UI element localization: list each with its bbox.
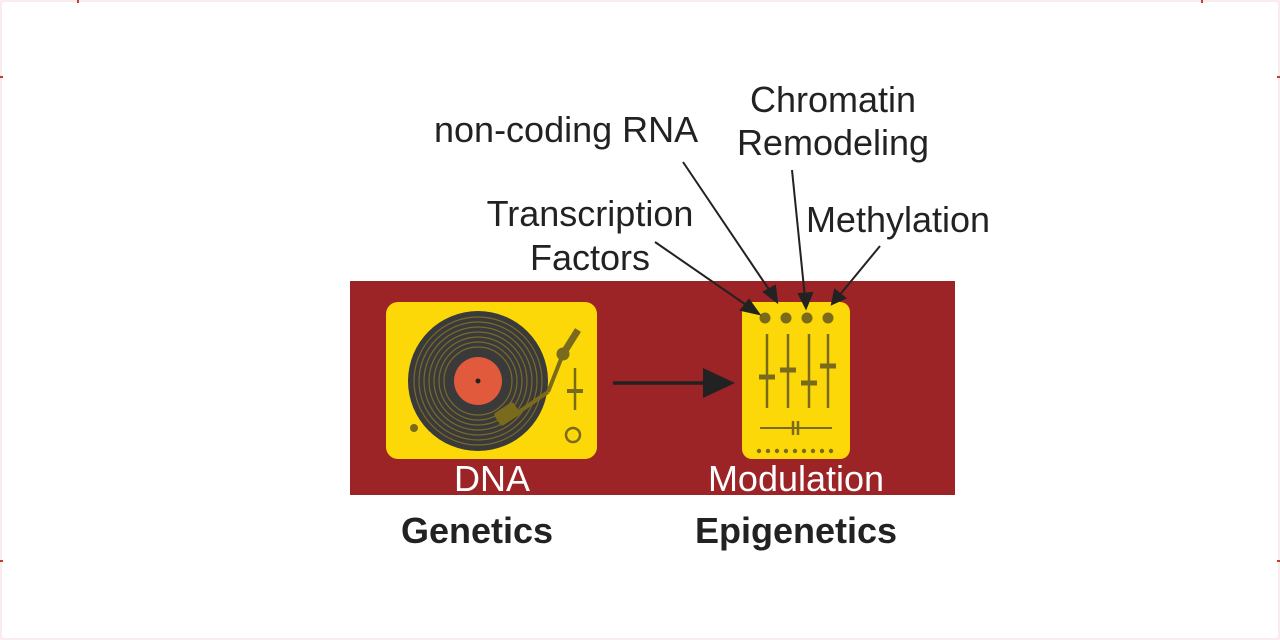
label-remodeling: Remodeling bbox=[737, 122, 929, 163]
label-dna: DNA bbox=[454, 458, 530, 499]
label-chromatin: Chromatin bbox=[750, 79, 916, 120]
label-factors: Factors bbox=[530, 237, 650, 278]
arrow-right-icon bbox=[613, 368, 735, 398]
label-non-coding-rna: non-coding RNA bbox=[434, 109, 698, 150]
start-button bbox=[564, 426, 582, 444]
record-grooves bbox=[413, 316, 543, 446]
callout-line-chromatin bbox=[791, 169, 806, 299]
label-genetics: Genetics bbox=[401, 510, 553, 551]
mixer-body bbox=[742, 302, 850, 459]
callout-line-methylation bbox=[837, 245, 881, 298]
tonearm bbox=[494, 328, 581, 426]
mixer-led-row bbox=[756, 448, 834, 454]
record-spindle bbox=[475, 378, 481, 384]
mixer-knobs bbox=[759, 312, 834, 324]
label-transcription: Transcription bbox=[487, 193, 694, 234]
label-modulation: Modulation bbox=[708, 458, 884, 499]
label-methylation: Methylation bbox=[806, 199, 990, 240]
crossfader bbox=[760, 421, 832, 435]
callout-line-transcription bbox=[654, 241, 753, 310]
mixer-icon bbox=[742, 302, 850, 459]
turntable-icon bbox=[386, 302, 597, 459]
power-dot bbox=[410, 424, 418, 432]
callout-line-noncoding bbox=[682, 161, 773, 295]
callout-lines bbox=[654, 161, 881, 316]
mixer-faders bbox=[759, 334, 836, 408]
pitch-slider bbox=[567, 368, 583, 410]
label-epigenetics: Epigenetics bbox=[695, 510, 897, 551]
